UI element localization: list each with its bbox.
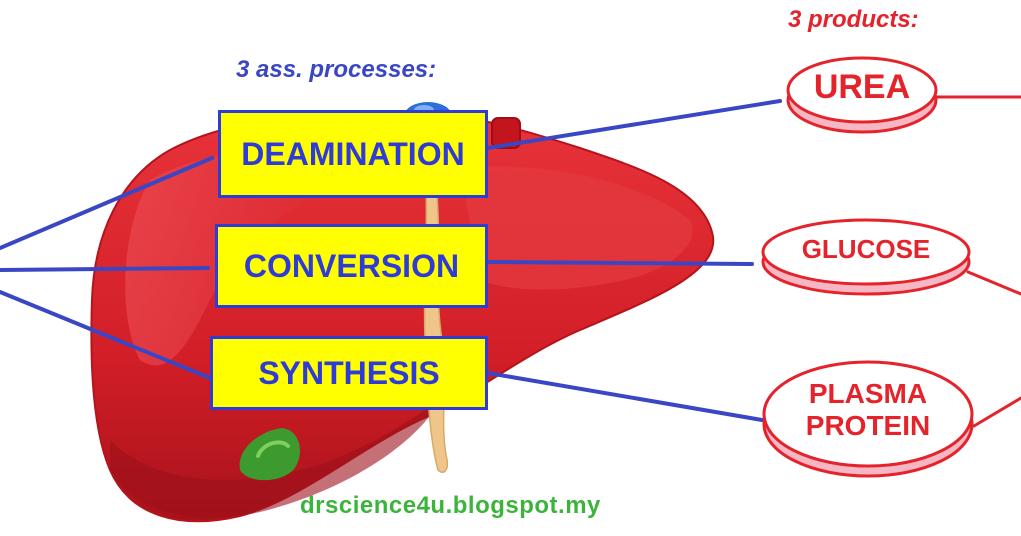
connector-synthesis-plasma <box>486 371 764 422</box>
connector-left-deamination <box>0 156 214 250</box>
connector-deamination-urea <box>486 99 782 150</box>
connector-glucose-right <box>966 270 1021 296</box>
process-box-synthesis: SYNTHESIS <box>210 336 488 410</box>
connector-left-synthesis <box>0 290 212 380</box>
product-label-urea: UREA <box>813 68 911 106</box>
connector-conversion-glucose <box>486 260 754 266</box>
process-box-deamination: DEAMINATION <box>218 110 488 198</box>
glucose-disc <box>761 218 971 296</box>
process-box-conversion: CONVERSION <box>215 224 488 308</box>
product-connectors <box>934 95 1021 428</box>
product-discs <box>761 56 974 478</box>
products-heading: 3 products: <box>788 6 919 33</box>
product-label-plasma-protein: PLASMA PROTEIN <box>764 378 972 442</box>
product-label-protein: PROTEIN <box>805 410 931 442</box>
process-connectors <box>0 99 782 422</box>
plasma-protein-disc <box>762 360 974 478</box>
product-label-glucose: GLUCOSE <box>801 234 931 264</box>
product-label-plasma: PLASMA <box>808 378 928 409</box>
connector-plasma-right <box>972 396 1021 428</box>
connector-left-conversion <box>0 266 210 272</box>
blog-url: drscience4u.blogspot.my <box>300 492 601 519</box>
processes-heading: 3 ass. processes: <box>236 56 437 83</box>
urea-disc <box>786 56 938 134</box>
